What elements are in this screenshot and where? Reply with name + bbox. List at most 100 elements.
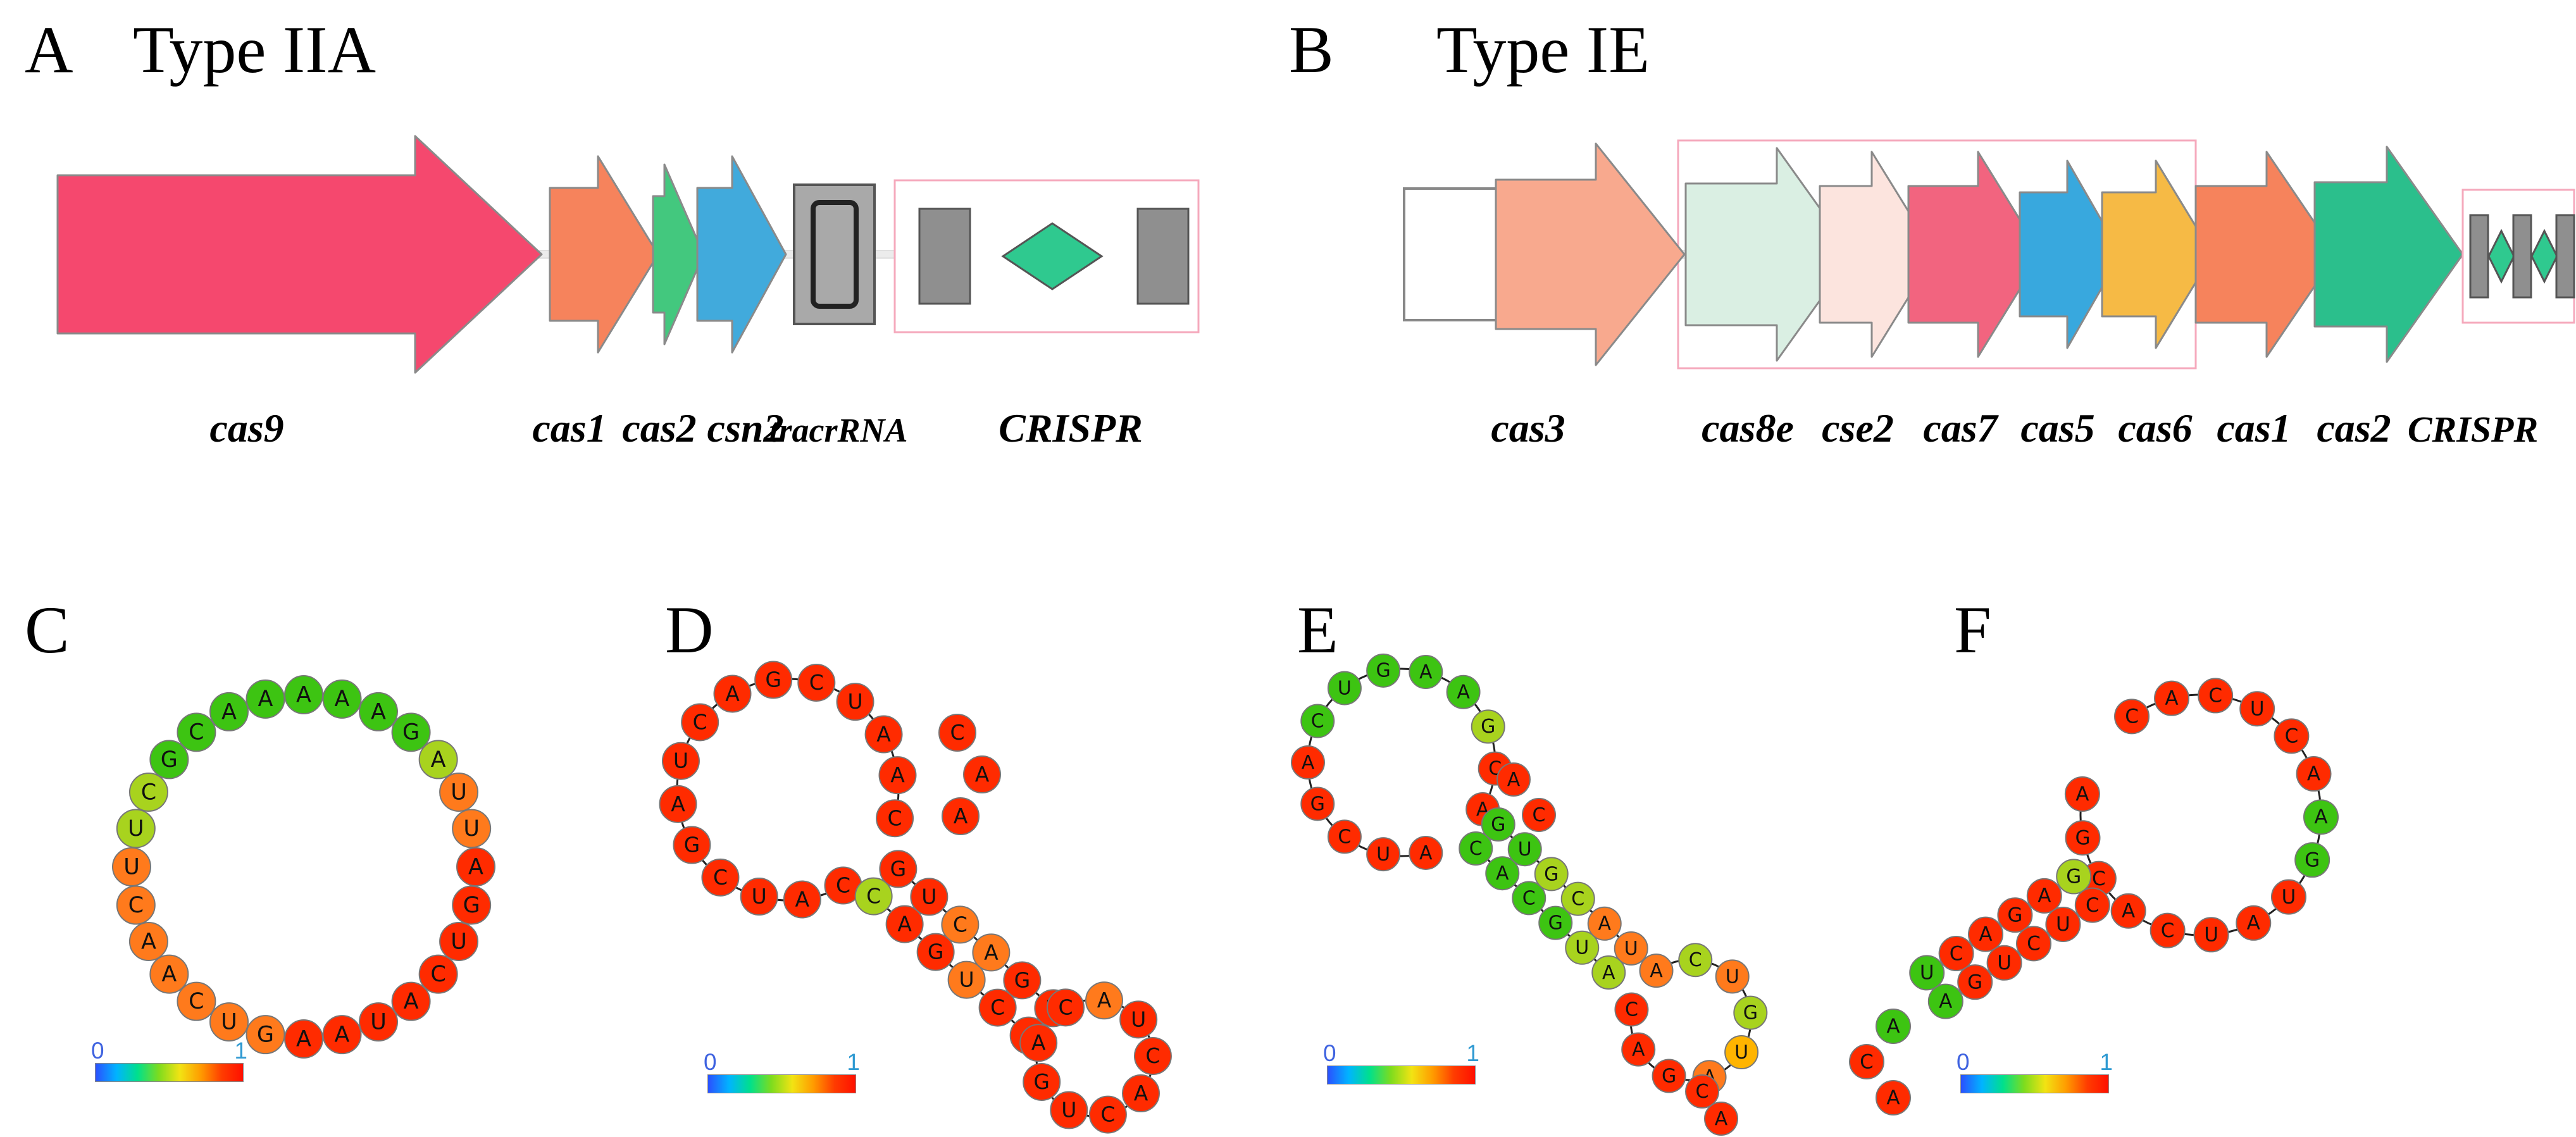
nt-letter: G [463, 893, 480, 918]
nt-dot [1300, 786, 1335, 821]
panel-b-title: Type IE [1436, 13, 1650, 87]
panel-c-letter: C [25, 593, 70, 667]
nt-dot [1291, 745, 1325, 780]
nt-letter: U [1061, 1098, 1076, 1122]
scale-gradient [95, 1063, 244, 1082]
nt-letter: C [2125, 705, 2139, 728]
nt-letter: G [161, 747, 178, 773]
nt-dot [1512, 881, 1546, 916]
rna-structure-e: AUCGACUGAAGCAACCGAUCGGCUAAUACUGUAGACCA [1291, 653, 1768, 1136]
nt-dot [128, 922, 168, 962]
nt-dot [963, 755, 1001, 793]
gene-cas3-box [1403, 187, 1499, 321]
nt-letter: C [1311, 710, 1324, 732]
gene-label-CRISPR: CRISPR [999, 406, 1143, 450]
nt-dot [879, 850, 918, 888]
nt-letter: A [1602, 962, 1615, 984]
nt-dot [1327, 671, 1362, 705]
nt-dot [1565, 930, 1600, 965]
nt-dot [2056, 859, 2092, 895]
nt-letter: C [1625, 998, 1638, 1021]
nt-letter: U [221, 1009, 237, 1034]
gene-label-CRISPR: CRISPR [2408, 409, 2538, 450]
nt-dot [177, 981, 216, 1021]
nt-letter: U [123, 854, 140, 879]
nt-letter: U [1624, 938, 1638, 960]
nt-letter: U [2250, 698, 2265, 721]
nt-dot [1849, 1044, 1884, 1079]
nt-dot [878, 756, 917, 795]
nt-letter: C [713, 865, 728, 890]
nt-letter: C [866, 884, 881, 909]
nt-letter: A [2247, 912, 2260, 935]
nt-letter: C [950, 720, 964, 745]
nt-letter: A [371, 699, 386, 724]
nt-letter: C [990, 995, 1005, 1020]
nt-dot [754, 661, 793, 699]
nt-letter: G [257, 1022, 274, 1048]
scalebar-c: 0 1 [91, 1038, 247, 1082]
gene-cas1 [549, 155, 659, 354]
gene-tracrRNA [793, 183, 876, 325]
gene-csn2 [696, 155, 787, 354]
nt-dot [391, 712, 431, 752]
nt-letter: A [1419, 661, 1433, 683]
nt-letter: C [809, 670, 824, 695]
nt-letter: U [1575, 937, 1589, 959]
nt-letter: A [1632, 1038, 1645, 1060]
nt-letter: C [1533, 804, 1546, 826]
panel-f-letter: F [1954, 593, 1991, 667]
nt-dot [864, 715, 903, 754]
nt-letter: U [1997, 952, 2012, 974]
nt-dot [246, 1015, 285, 1055]
nt-letter: U [1726, 966, 1739, 988]
nt-dot [2193, 917, 2229, 953]
nt-letter: U [1131, 1007, 1146, 1031]
nt-dot [1678, 943, 1713, 978]
nt-letter: G [1033, 1069, 1050, 1094]
nt-letter: G [1743, 1002, 1758, 1024]
scalebar-d: 0 1 [704, 1049, 860, 1093]
nt-dot [673, 826, 711, 864]
nt-dot [885, 905, 924, 943]
nt-letter: G [890, 856, 907, 881]
nt-dot [1481, 807, 1515, 842]
nt-dot [246, 679, 285, 719]
nt-dot [391, 981, 431, 1021]
nt-dot [359, 1002, 399, 1042]
nt-dot [1121, 1074, 1160, 1113]
nt-letter: A [1507, 769, 1521, 791]
nt-dot [322, 1015, 362, 1055]
gene-label-cas6: cas6 [2118, 406, 2192, 450]
nt-letter: U [2204, 924, 2218, 947]
gene-label-cas2: cas2 [622, 406, 696, 450]
nt-letter: U [959, 967, 974, 992]
nt-letter: U [921, 884, 936, 909]
nt-letter: G [1481, 716, 1495, 738]
nt-dot [661, 742, 700, 780]
nt-letter: C [1338, 826, 1351, 848]
nt-dot [1119, 1000, 1158, 1039]
nt-dot [1485, 856, 1520, 891]
nt-dot [1968, 916, 2004, 952]
nt-dot [1446, 674, 1481, 709]
nt-dot [1471, 709, 1505, 744]
nt-dot [149, 740, 189, 780]
nt-letter: A [1886, 1015, 1900, 1038]
nt-letter: C [1689, 949, 1702, 971]
crispr-repeat [918, 208, 971, 305]
nt-dot [418, 954, 458, 994]
nt-letter: U [128, 816, 144, 842]
gene-cas1 [2194, 151, 2337, 358]
nt-dot [2296, 756, 2332, 792]
gene-cas7 [1907, 151, 2043, 358]
nt-dot [2110, 893, 2146, 929]
nt-letter: A [876, 722, 891, 747]
gene-label-cas8e: cas8e [1702, 406, 1794, 450]
nt-letter: C [430, 962, 445, 987]
nt-dot [2114, 699, 2150, 735]
nt-dot [876, 799, 914, 838]
